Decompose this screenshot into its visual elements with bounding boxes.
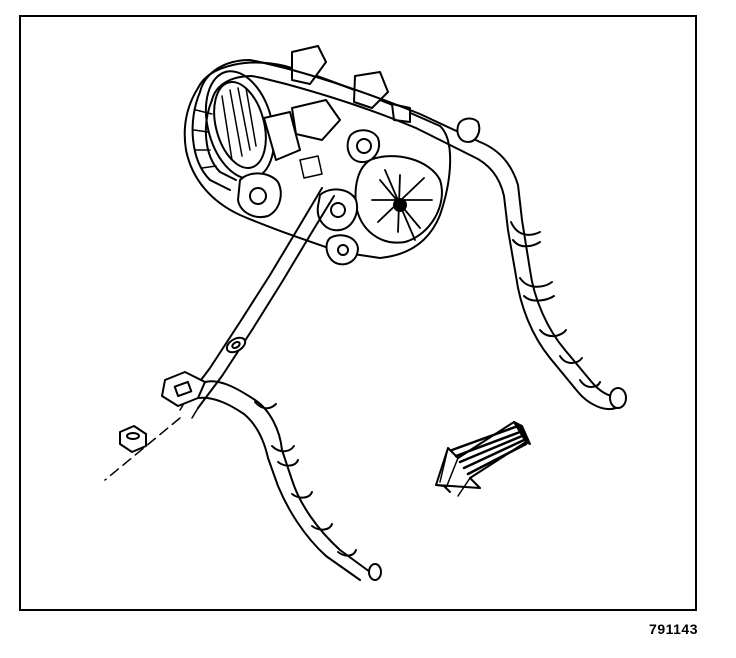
ac-compressor-icon [183,45,452,266]
washer-icon [225,336,247,354]
lower-refrigerant-hose [161,371,382,581]
upper-refrigerant-hose [191,59,627,410]
front-of-vehicle-arrow-icon [435,421,531,497]
nut-icon [119,425,147,453]
figure-number: 791143 [649,621,698,637]
assembly-centerline [104,417,181,481]
